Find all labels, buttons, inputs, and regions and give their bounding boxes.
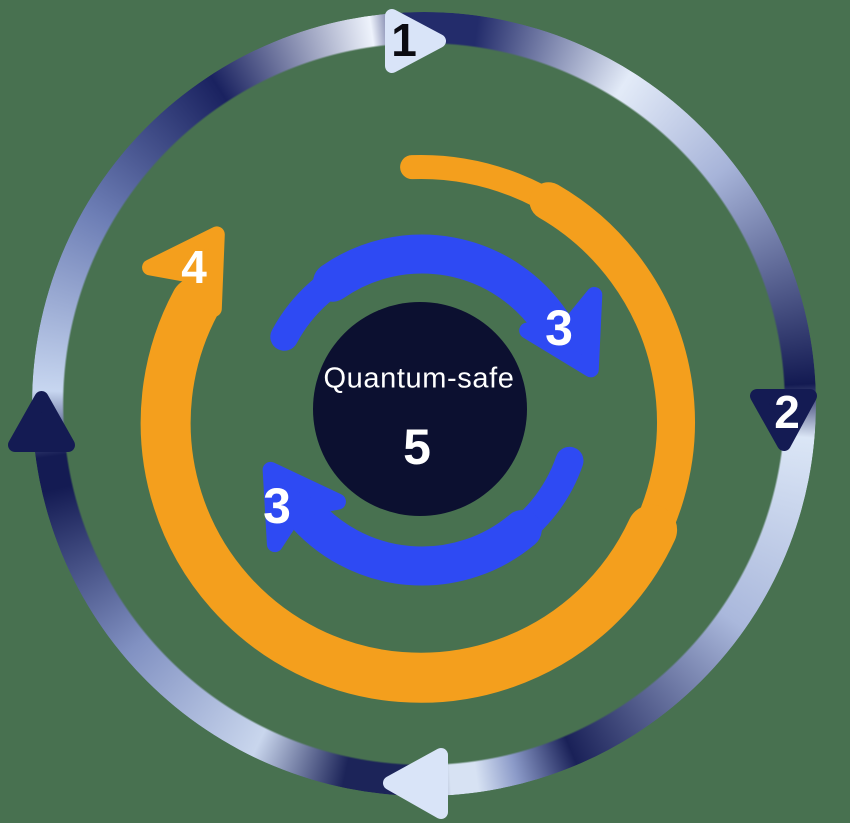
blue-top-arc [313,234,571,343]
arrow-down-icon [750,389,817,451]
arrow-down-right-icon [519,286,603,378]
blue-cycle-arcs [262,234,603,586]
orange-arc-main [140,277,678,703]
orange-cycle-arc [140,154,695,703]
step-1-label: 1 [391,14,417,66]
arrow-up-icon [8,391,75,452]
center-title: Quantum-safe [323,362,515,395]
arrow-up-left-icon [262,461,346,553]
step-4-label: 4 [181,241,207,293]
step-2-label: 2 [774,386,800,438]
center-circle [313,302,527,516]
blue-bottom-arc [283,490,542,586]
step-5-label: 5 [403,419,431,475]
step-3-left-label: 3 [263,478,291,534]
arrow-up-right-icon [142,226,225,317]
arrow-left-icon [383,748,448,819]
arrow-right-icon [385,9,446,73]
step-3-right-label: 3 [545,300,573,356]
